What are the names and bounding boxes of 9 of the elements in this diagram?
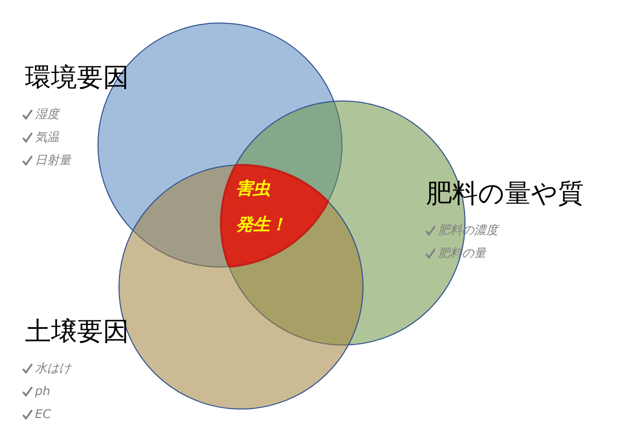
factor-item: 日射量: [35, 152, 71, 168]
overlap-label: 発生！: [236, 214, 287, 236]
factor-item: 湿度: [35, 106, 59, 122]
factor-item: 気温: [35, 129, 59, 145]
factor-item: ph: [35, 383, 50, 399]
factor-item: 水はけ: [35, 360, 71, 376]
factor-item: EC: [35, 406, 51, 422]
overlap-label: 害虫: [236, 178, 270, 200]
set-heading: 土壌要因: [25, 316, 129, 348]
